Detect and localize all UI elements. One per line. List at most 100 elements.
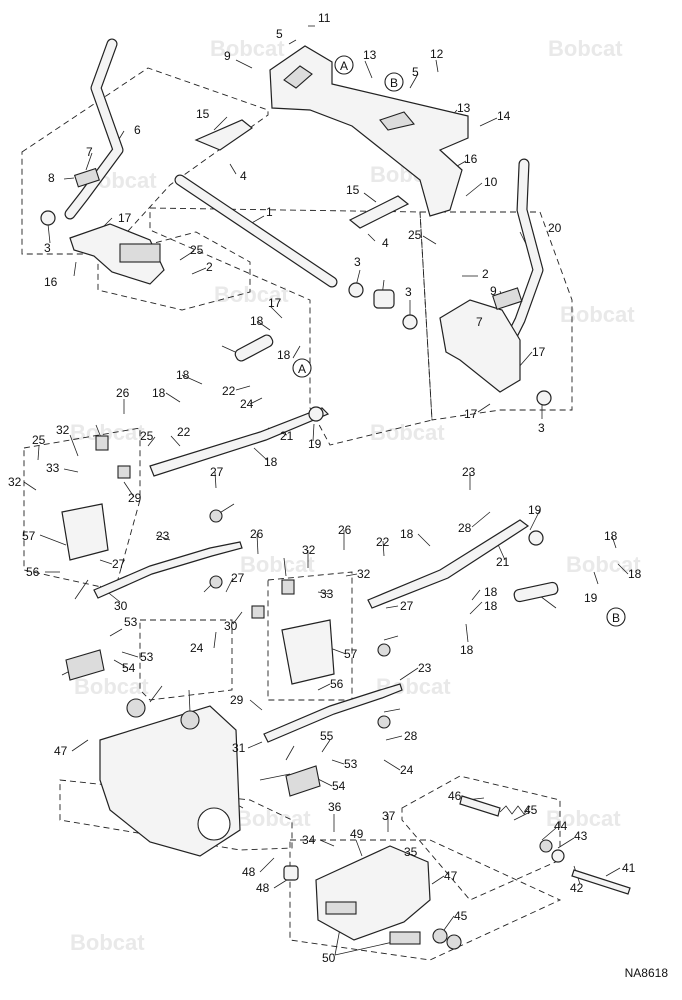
pivot-53 — [209, 575, 223, 589]
callout-label: 1 — [266, 205, 273, 219]
callout-label: 18 — [277, 348, 291, 362]
callout-label: 2 — [206, 260, 213, 274]
callout-label: 17 — [118, 211, 132, 225]
callout-label: 20 — [548, 221, 562, 235]
watermark: Bobcat — [240, 552, 315, 577]
callout-label: 18 — [628, 567, 642, 581]
callout-label: 53 — [344, 757, 358, 771]
bolt-34 — [571, 869, 631, 895]
bushing-3 — [348, 282, 364, 298]
callout-label: 22 — [177, 425, 191, 439]
callout-label: 54 — [122, 661, 136, 675]
ref-circle-a — [334, 55, 354, 75]
callout-label: 5 — [276, 27, 283, 41]
damper-54 — [513, 581, 559, 603]
callout-label: 21 — [496, 555, 510, 569]
callout-label: 34 — [302, 833, 316, 847]
bushing-19 — [308, 406, 324, 422]
callout-label: 18 — [152, 386, 166, 400]
callout-label: 22 — [376, 535, 390, 549]
control-frame — [269, 45, 469, 217]
callout-label: 32 — [302, 543, 316, 557]
callout-label: 55 — [320, 729, 334, 743]
callout-label: 2 — [482, 267, 489, 281]
callout-label: 18 — [484, 599, 498, 613]
shaft-outline — [149, 207, 433, 446]
sleeve-56 — [281, 579, 295, 595]
drawing-number: NA8618 — [624, 966, 668, 980]
callout-label: 25 — [32, 433, 46, 447]
callout-label: 29 — [128, 491, 142, 505]
callout-label: 56 — [330, 677, 344, 691]
block-50 — [285, 765, 321, 797]
callout-label: 30 — [224, 619, 238, 633]
callout-label: 26 — [250, 527, 264, 541]
bushing-19 — [528, 530, 544, 546]
callout-label: 25 — [408, 228, 422, 242]
callout-label: 18 — [484, 585, 498, 599]
spring-38 — [499, 805, 531, 815]
callout-label: 56 — [26, 565, 40, 579]
ref-circle-b-label: B — [390, 76, 398, 90]
frame-slot — [379, 111, 415, 131]
seal-51 — [180, 710, 200, 730]
bushing-37 — [539, 839, 553, 853]
callout-label: 15 — [346, 183, 360, 197]
callout-label: 54 — [332, 779, 346, 793]
spacer-55 — [373, 289, 395, 309]
bushing-3 — [536, 390, 552, 406]
ref-circle-b — [384, 72, 404, 92]
watermark: Bobcat — [370, 420, 445, 445]
callout-label: 3 — [44, 241, 51, 255]
callout-label: 33 — [46, 461, 60, 475]
callout-label: 12 — [430, 47, 444, 61]
cross-shaft-inner — [175, 175, 337, 287]
callout-label: 31 — [232, 741, 246, 755]
callout-label: 53 — [140, 650, 154, 664]
callout-label: 24 — [240, 397, 254, 411]
watermark: Bobcat — [70, 930, 145, 955]
callout-label: 28 — [458, 521, 472, 535]
callout-label: 10 — [484, 175, 498, 189]
callout-label: 27 — [210, 465, 224, 479]
callout-label: 47 — [444, 869, 458, 883]
callout-label: 41 — [622, 861, 636, 875]
watermark: Bobcat — [210, 36, 285, 61]
callout-label: 45 — [454, 909, 468, 923]
bushing-3 — [40, 210, 56, 226]
rod-21 — [149, 407, 330, 477]
callout-label: 24 — [190, 641, 204, 655]
callout-label: 25 — [140, 429, 154, 443]
callout-label: 21 — [280, 429, 294, 443]
callout-label: 3 — [405, 285, 412, 299]
ref-circle-a — [292, 358, 312, 378]
callout-label: 44 — [554, 819, 568, 833]
callout-label: 22 — [222, 384, 236, 398]
callout-label: 48 — [256, 881, 270, 895]
callout-label: 23 — [418, 661, 432, 675]
left-mount-bracket — [69, 223, 165, 285]
callout-label: 5 — [412, 65, 419, 79]
callout-label: 19 — [584, 591, 598, 605]
pivot-53 — [209, 509, 223, 523]
callout-label: 11 — [318, 11, 331, 25]
callout-label: 17 — [464, 407, 478, 421]
mount-block — [119, 243, 161, 263]
linkage-49 — [281, 619, 335, 685]
tab-44 — [389, 931, 421, 945]
callout-label: 3 — [354, 255, 361, 269]
callout-label: 49 — [350, 827, 364, 841]
watermark: Bobcat — [548, 36, 623, 61]
callout-label: 25 — [190, 243, 204, 257]
plate-7 — [492, 287, 523, 311]
watermark: Bobcat — [214, 282, 289, 307]
callout-label: 27 — [112, 557, 126, 571]
callout-label: 18 — [460, 643, 474, 657]
frame-slot — [283, 65, 313, 89]
callout-label: 33 — [320, 587, 334, 601]
part-shapes — [40, 38, 631, 950]
bushing-28 — [117, 465, 131, 479]
callout-label: 13 — [457, 101, 471, 115]
bushing-37 — [432, 928, 448, 944]
